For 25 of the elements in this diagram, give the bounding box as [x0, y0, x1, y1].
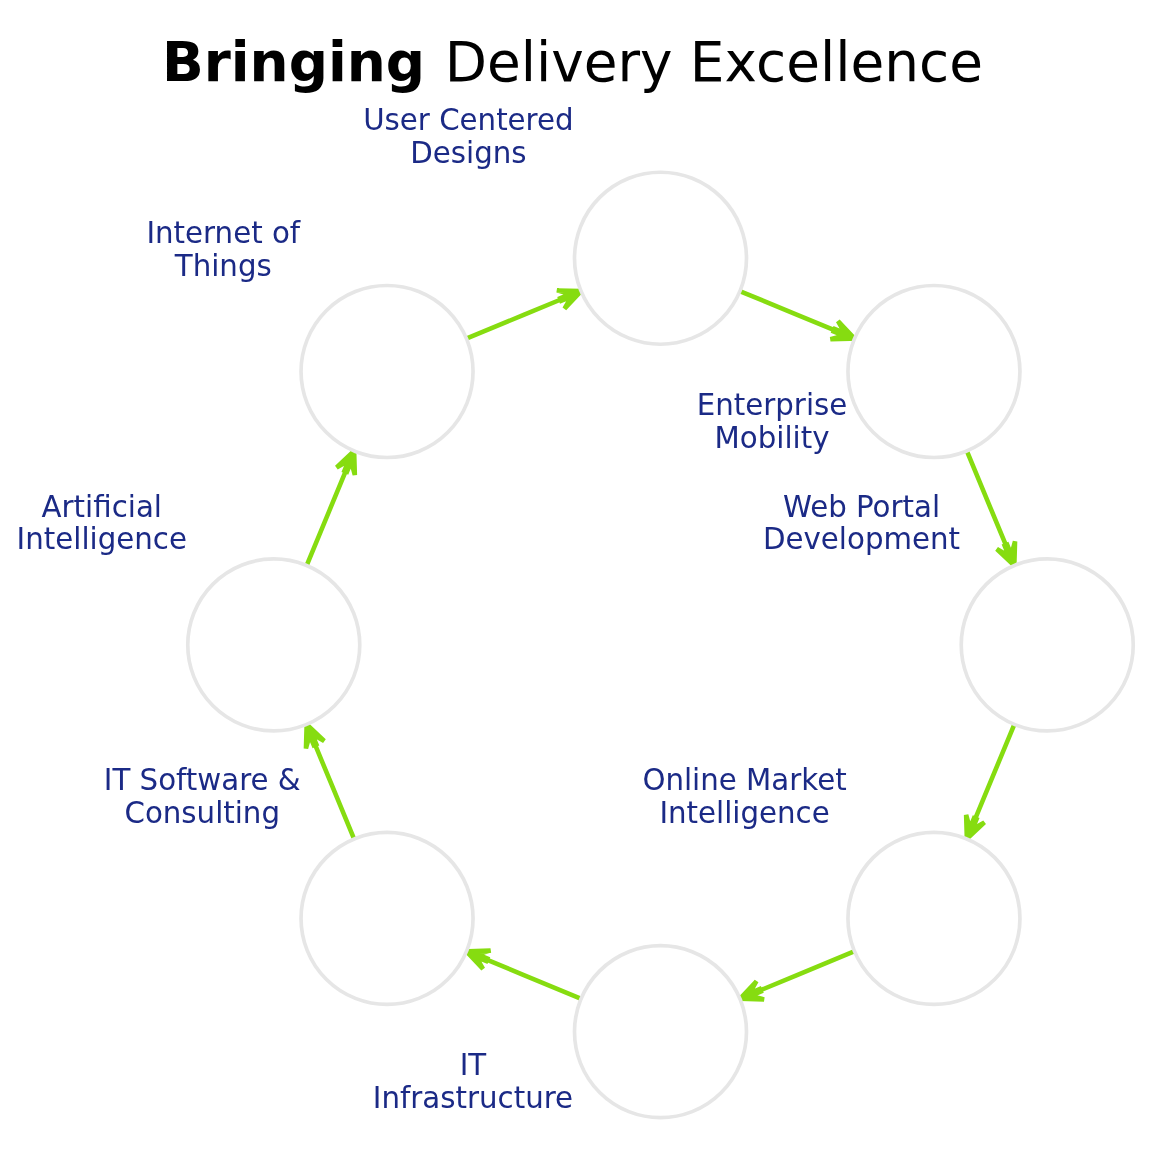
- arrow: [964, 450, 1018, 568]
- arrow: [963, 723, 1017, 842]
- node-circle: [846, 830, 1022, 1007]
- node-label: Online Market Intelligence: [642, 762, 847, 830]
- arrow: [303, 722, 357, 840]
- arrow: [466, 288, 584, 341]
- node-label: Artificial Intelligence: [16, 489, 187, 557]
- node-circle: [299, 283, 475, 460]
- node-label: Internet of Things: [146, 216, 301, 283]
- node-label: User Centered Designs: [363, 102, 574, 170]
- node-label: Enterprise Mobility: [696, 388, 848, 455]
- node-circle: [959, 557, 1136, 733]
- node-circle: [299, 830, 475, 1007]
- arrow: [464, 948, 582, 1001]
- arrow: [739, 289, 857, 342]
- node-label: IT Infrastructure: [372, 1048, 574, 1116]
- node-circle: [185, 557, 362, 733]
- node-label: IT Software & Consulting: [103, 762, 301, 830]
- node-label: Web Portal Development: [763, 489, 961, 557]
- node-circle: [572, 943, 749, 1120]
- arrow: [737, 949, 855, 1002]
- node-circle: [572, 170, 749, 347]
- diagram-title: Bringing Delivery Excellence: [161, 29, 983, 94]
- arrow: [304, 448, 358, 566]
- node-circle: [846, 283, 1022, 460]
